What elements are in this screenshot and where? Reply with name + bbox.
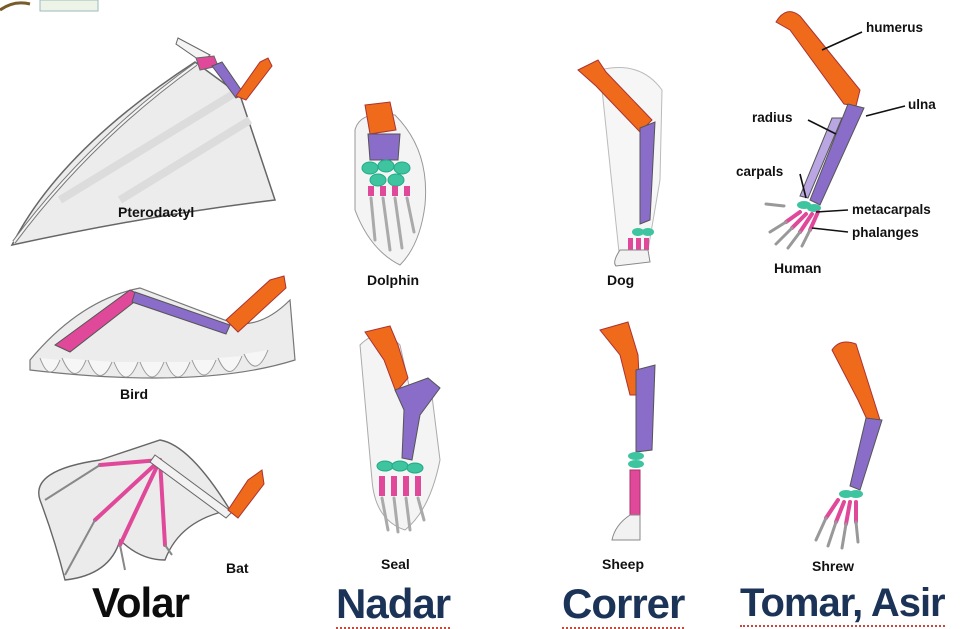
dog-leg-illustration (578, 60, 662, 266)
label-shrew: Shrew (812, 558, 854, 574)
label-pterodactyl: Pterodactyl (118, 204, 194, 220)
corner-logo-icon (0, 0, 98, 11)
shrew-leg-illustration (816, 342, 882, 548)
annotation-radius: radius (752, 110, 793, 125)
bat-wing-illustration (39, 440, 264, 580)
annotation-carpals: carpals (736, 164, 783, 179)
annotation-ulna: ulna (908, 97, 936, 112)
label-dolphin: Dolphin (367, 272, 419, 288)
category-fly: Volar (92, 582, 189, 624)
label-dog: Dog (607, 272, 634, 288)
dolphin-flipper-illustration (355, 102, 426, 265)
sheep-leg-illustration (600, 322, 655, 540)
label-seal: Seal (381, 556, 410, 572)
category-grasp: Tomar, Asir (740, 583, 945, 627)
label-human: Human (774, 260, 821, 276)
seal-flipper-illustration (360, 326, 440, 532)
label-bat: Bat (226, 560, 249, 576)
category-swim: Nadar (336, 583, 450, 629)
bird-wing-illustration (30, 276, 295, 378)
category-run: Correr (562, 583, 684, 629)
label-sheep: Sheep (602, 556, 644, 572)
annotation-phalanges: phalanges (852, 225, 919, 240)
label-bird: Bird (120, 386, 148, 402)
annotation-metacarpals: metacarpals (852, 202, 931, 217)
annotation-humerus: humerus (866, 20, 923, 35)
